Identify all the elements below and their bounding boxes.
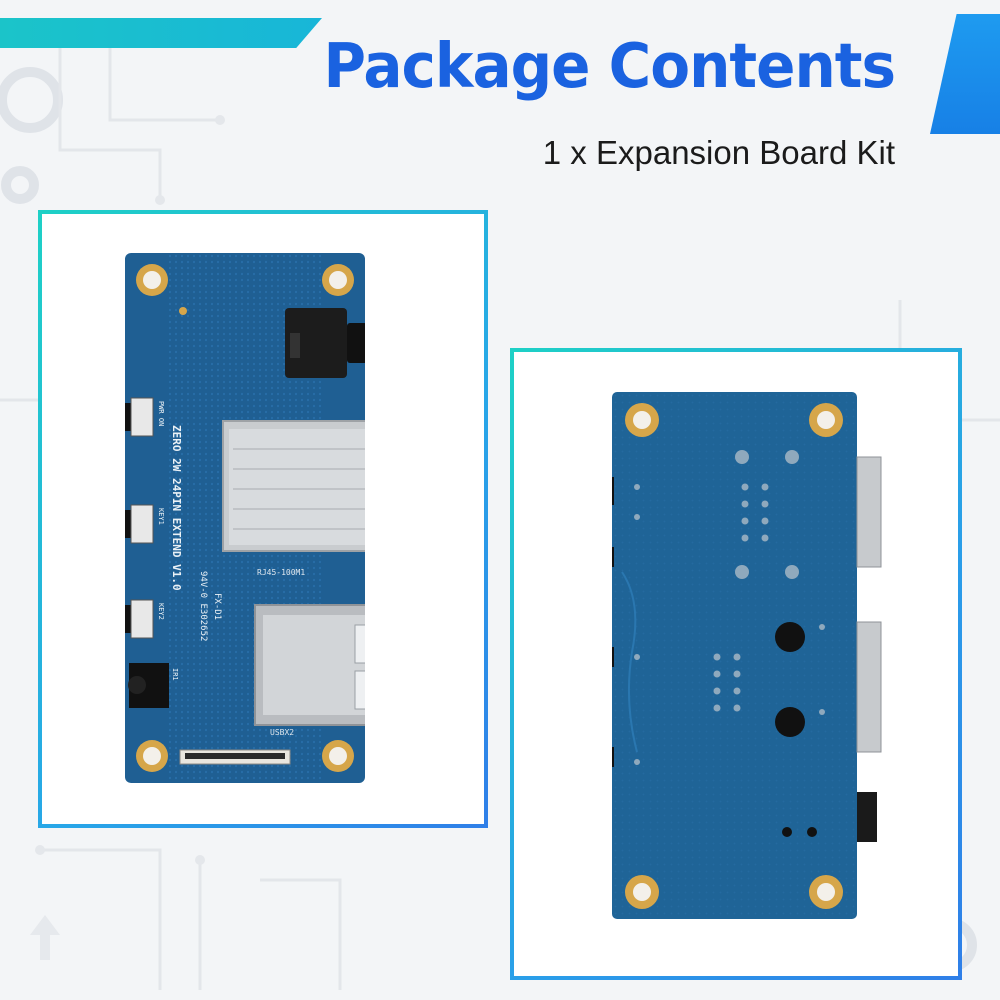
key1-label: KEY1 xyxy=(157,508,165,525)
mounting-hole xyxy=(625,875,659,909)
page-title: Package Contents xyxy=(323,29,896,103)
model-label: FX-D1 xyxy=(212,593,222,620)
usb-label: USBX2 xyxy=(270,728,294,737)
mounting-post xyxy=(775,622,805,652)
code-label: 94V-0 E302652 xyxy=(198,571,208,641)
mounting-post xyxy=(775,707,805,737)
arrow-up-icon xyxy=(30,915,60,960)
gear-icon xyxy=(1,166,39,204)
mounting-hole xyxy=(322,740,354,772)
key2-button xyxy=(125,599,154,639)
usb-port xyxy=(254,604,365,726)
audio-jack xyxy=(285,308,365,378)
mounting-hole xyxy=(809,875,843,909)
ir-label: IR1 xyxy=(171,668,179,681)
mounting-hole xyxy=(625,403,659,437)
mounting-hole xyxy=(136,740,168,772)
page-subtitle: 1 x Expansion Board Kit xyxy=(542,134,895,171)
key1-button xyxy=(125,504,154,544)
accent-bar-left xyxy=(0,18,322,48)
fpc-connector xyxy=(179,749,291,765)
rj45-port xyxy=(222,420,365,552)
board-silkscreen: ZERO 2W 24PIN EXTEND V1.0 xyxy=(170,425,183,591)
mounting-hole xyxy=(809,403,843,437)
expansion-board-front: RJ45-100M1 USBX2 ZERO 2W 24PIN EXTEND V1… xyxy=(125,253,365,783)
mounting-hole xyxy=(322,264,354,296)
pwr-button xyxy=(125,397,154,437)
expansion-board-back xyxy=(612,392,882,919)
pwr-label: PWR ON xyxy=(157,401,165,426)
key2-label: KEY2 xyxy=(157,603,165,620)
ir-receiver xyxy=(128,663,169,708)
rj45-label: RJ45-100M1 xyxy=(257,568,305,577)
mounting-hole xyxy=(136,264,168,296)
gear-icon xyxy=(0,67,63,133)
